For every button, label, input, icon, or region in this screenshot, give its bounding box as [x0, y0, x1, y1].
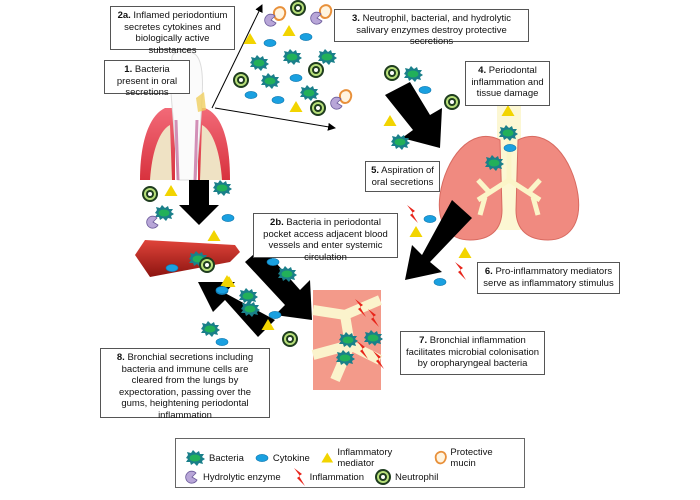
arrow-to-4 [214, 107, 336, 131]
legend-item-cytokine: Cytokine [254, 452, 310, 464]
arrow-oral-to-blood [179, 180, 219, 225]
legend-item-mediator: Inflammatory mediator [320, 447, 423, 469]
arrow-bronchi-to-blood [198, 282, 275, 337]
thick-arrows [179, 82, 472, 337]
mucin-icon [434, 450, 447, 465]
step-5-box: 5. Aspiration of oral secretions [365, 161, 440, 192]
step-2b-box: 2b. Bacteria in periodontal pocket acces… [253, 213, 398, 263]
step-7-box: 7. Bronchial inflammation facilitates mi… [400, 331, 545, 375]
arrow-aspiration [385, 82, 442, 148]
enzyme-icon [185, 470, 198, 484]
inflammation-bolt-icon [293, 468, 305, 486]
blood-vessel-illustration [135, 240, 240, 277]
cytokine-icon [255, 454, 269, 462]
neutrophil-icon [375, 469, 391, 485]
arrow-lungs-to-bronchi [405, 200, 472, 280]
arrow-blood-to-bronchi [245, 247, 312, 320]
legend-item-mucin: Protective mucin [433, 447, 514, 469]
step-2a-box: 2a. Inflamed periodontium secretes cytok… [110, 6, 235, 56]
step-3-box: 3. Neutrophil, bacterial, and hydrolytic… [334, 9, 529, 47]
step-6-box: 6. Pro-inflammatory mediators serve as i… [477, 262, 620, 294]
step-8-box: 8. Bronchial secretions including bacter… [100, 348, 270, 421]
step-4-box: 4. Periodontal inflammation and tissue d… [465, 61, 550, 106]
legend: Bacteria Cytokine Inflammatory mediator … [175, 438, 525, 488]
arrow-to-2a-3 [211, 4, 263, 109]
tooth-illustration [140, 50, 230, 181]
legend-item-bacteria: Bacteria [184, 450, 244, 466]
legend-item-neutrophil: Neutrophil [374, 468, 438, 486]
legend-item-enzyme: Hydrolytic enzyme [184, 469, 281, 485]
legend-item-inflammation: Inflammation [291, 467, 364, 487]
step-1-box: 1. Bacteria present in oral secretions [104, 60, 190, 98]
bacteria-icon [186, 450, 205, 466]
mediator-triangle-icon [321, 452, 333, 463]
